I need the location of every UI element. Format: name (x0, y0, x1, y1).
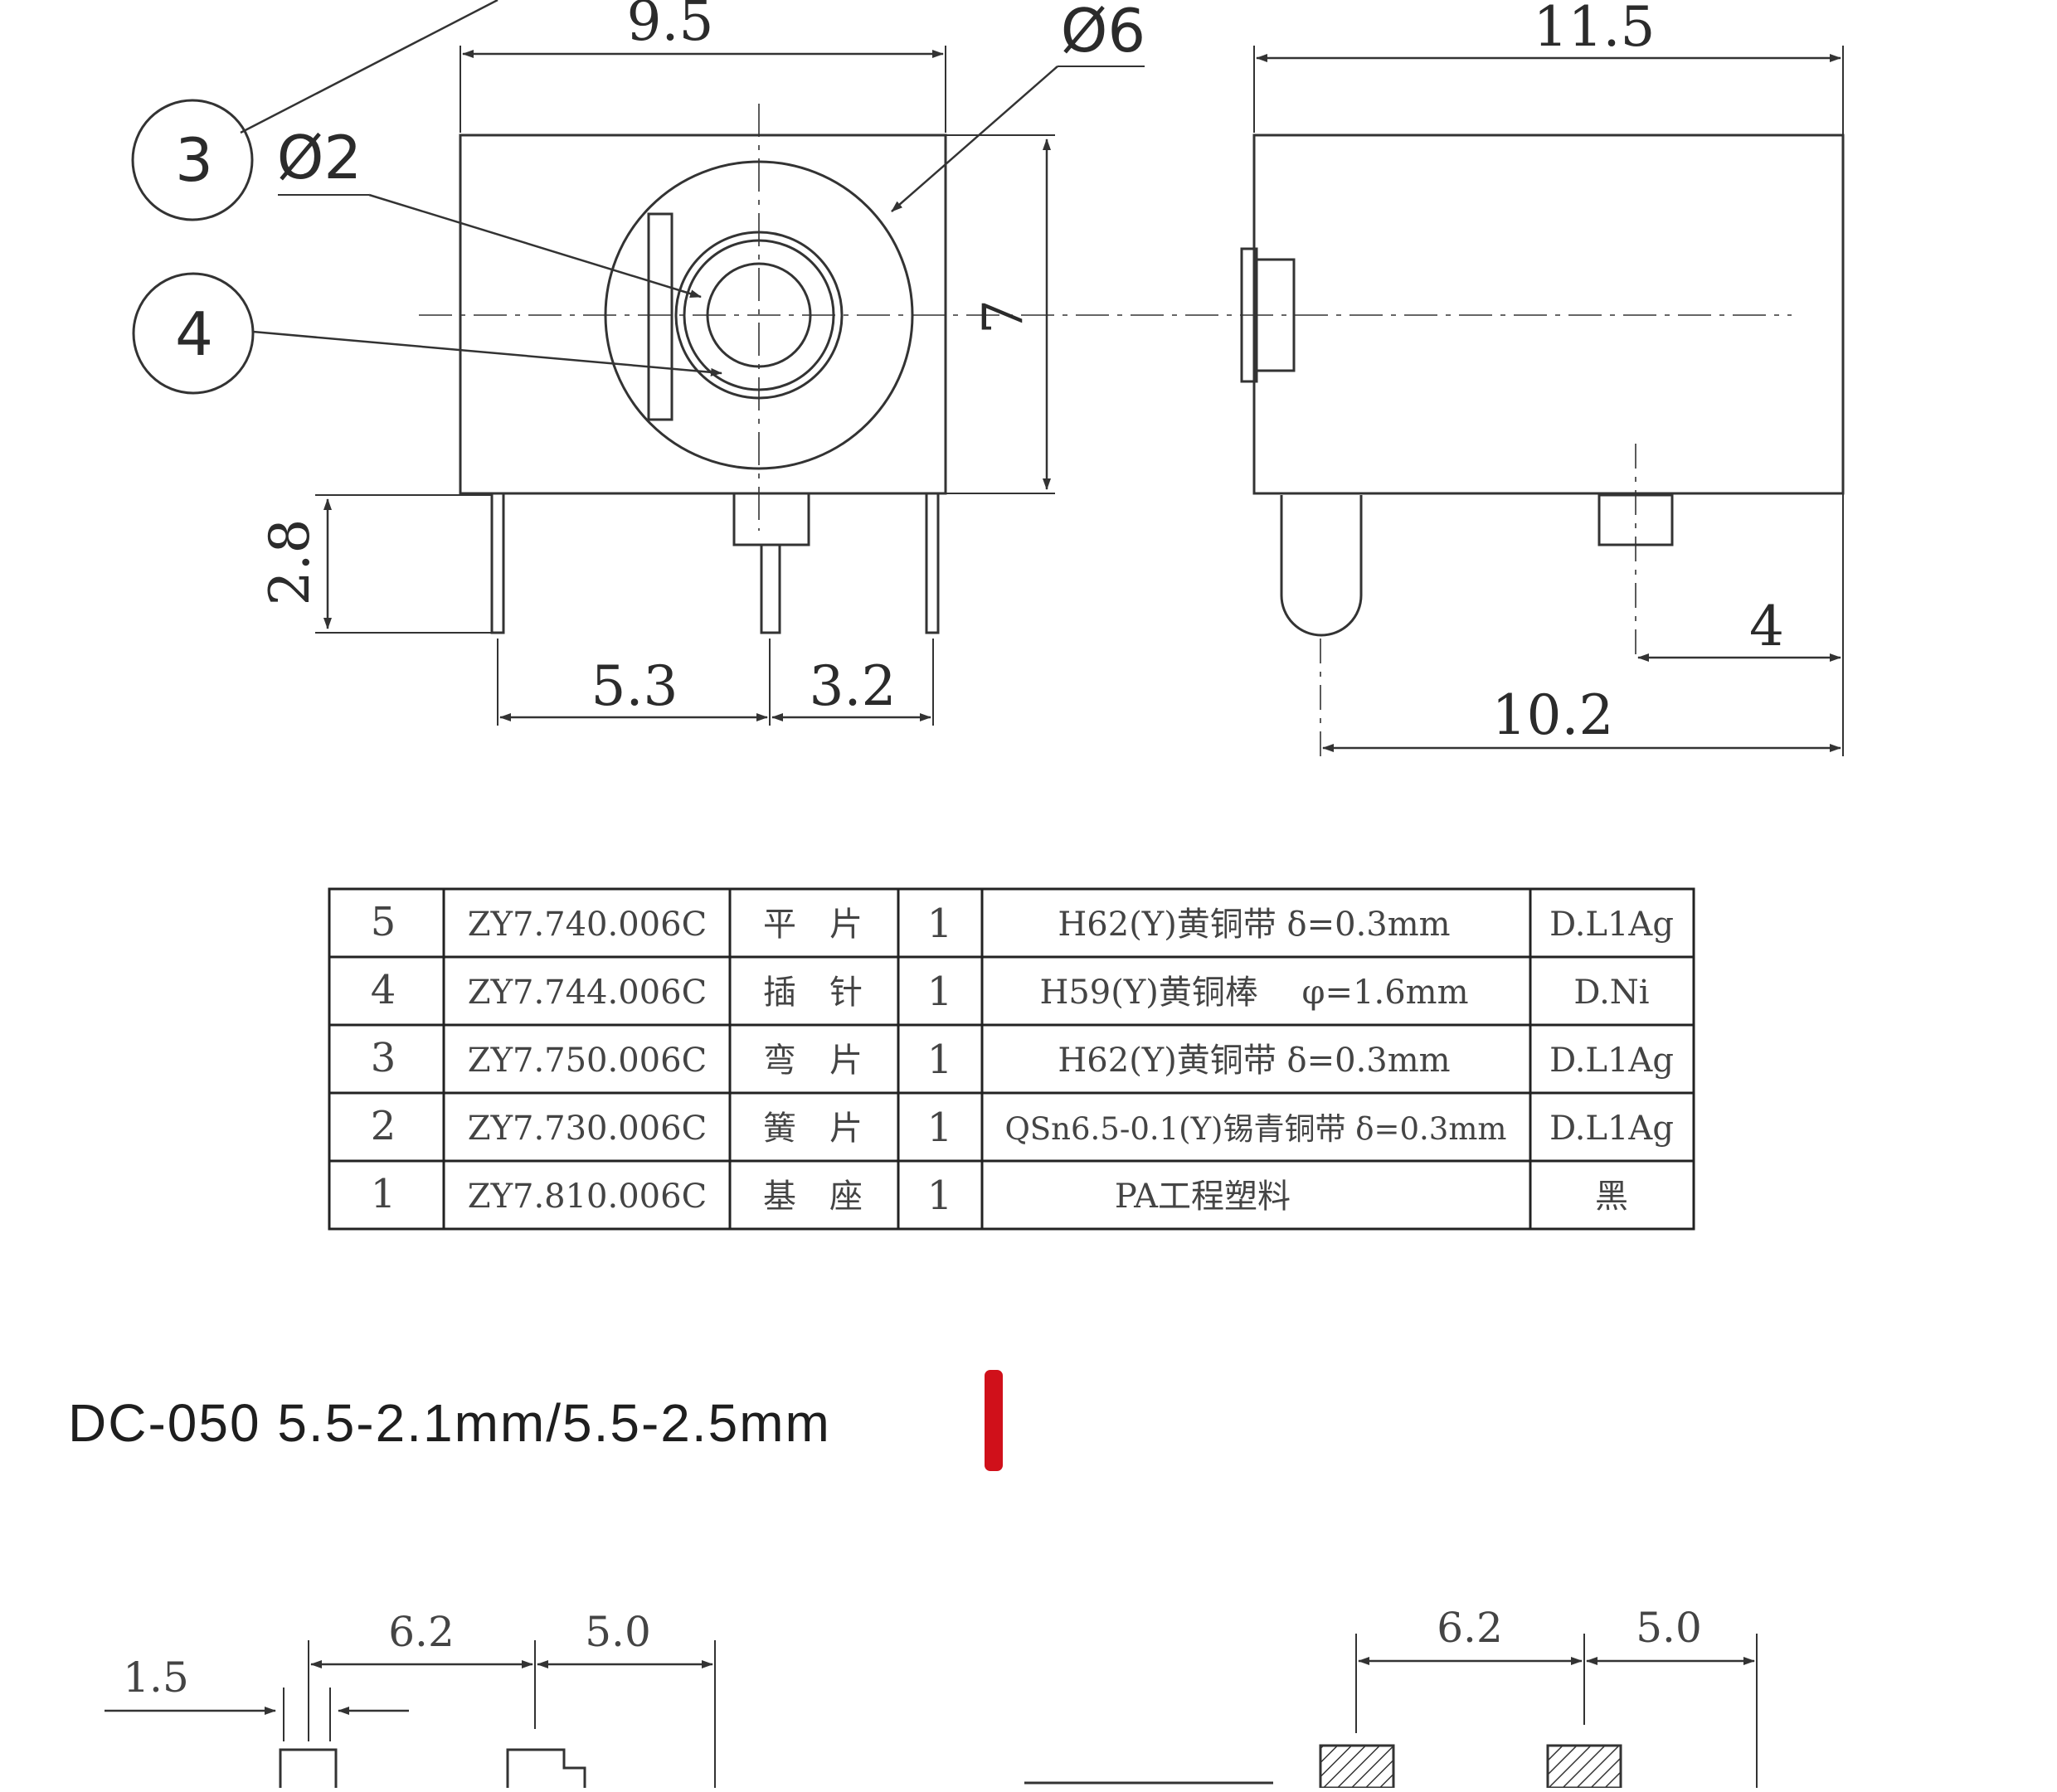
table-row: 1 ZY7.810.006C 基 座 1 PA工程塑料 黑 (371, 1171, 1628, 1219)
dim-pin-spacing-right: 3.2 (810, 654, 897, 718)
cell-code: ZY7.810.006C (468, 1178, 707, 1216)
cell-material: H62(Y)黄铜带 δ=0.3mm (1058, 906, 1450, 944)
dim-pin-span: 10.2 (1492, 683, 1614, 747)
front-view (131, 0, 1792, 726)
dim-inner-diameter: Ø2 (277, 123, 362, 192)
dim-5-0-left: 5.0 (585, 1608, 651, 1656)
cell-qty: 1 (927, 901, 953, 947)
dim-pin-spacing-left: 5.3 (591, 654, 678, 718)
dim-6-2-right: 6.2 (1437, 1604, 1503, 1652)
accent-bar (985, 1370, 1003, 1471)
cell-finish: D.Ni (1573, 974, 1649, 1012)
cell-material: QSn6.5-0.1(Y)锡青铜带 δ=0.3mm (1004, 1111, 1506, 1147)
parts-table-cells: 5 ZY7.740.006C 平 片 1 H62(Y)黄铜带 δ=0.3mm D… (371, 899, 1674, 1219)
cell-qty: 1 (927, 969, 953, 1015)
cell-qty: 1 (927, 1173, 953, 1219)
pin-centre (760, 543, 781, 634)
cell-name: 簧 片 (763, 1110, 863, 1148)
bottom-left-labels: 1.5 6.2 5.0 (123, 1608, 651, 1702)
cell-finish: 黑 (1595, 1178, 1628, 1216)
front-body (459, 134, 947, 495)
front-view-labels: 9.5 Ø6 Ø2 7 2.8 5.3 3.2 3 4 (175, 0, 1145, 718)
bottom-right-view (1024, 1634, 1758, 1790)
side-view (1240, 46, 1845, 759)
cell-material: PA工程塑料 (1115, 1178, 1291, 1216)
outer-ring (604, 160, 914, 470)
dim-5-0-right: 5.0 (1636, 1604, 1702, 1652)
cell-name: 插 针 (763, 974, 863, 1012)
bottom-left-pin-2 (506, 1748, 586, 1788)
balloon-4-label: 4 (175, 299, 213, 369)
bottom-right-labels: 6.2 5.0 (1437, 1604, 1702, 1652)
table-border (328, 887, 1695, 1231)
cell-name: 基 座 (763, 1178, 863, 1216)
leader-line (240, 0, 498, 134)
side-view-labels: 11.5 4 10.2 (1492, 0, 1784, 747)
bottom-left-pin-1 (279, 1748, 338, 1788)
cell-no: 2 (371, 1103, 396, 1149)
balloon-3-label: 3 (175, 125, 213, 195)
parts-table (328, 887, 1695, 1231)
cell-name: 弯 片 (763, 1042, 863, 1080)
cell-no: 5 (371, 899, 396, 945)
cell-qty: 1 (927, 1037, 953, 1083)
cell-no: 4 (371, 967, 396, 1013)
ring-3 (683, 239, 835, 391)
dim-length: 11.5 (1534, 0, 1656, 59)
dim-top-width: 9.5 (627, 0, 714, 53)
table-row: 5 ZY7.740.006C 平 片 1 H62(Y)黄铜带 δ=0.3mm D… (371, 899, 1674, 947)
dim-1-5: 1.5 (123, 1654, 189, 1702)
side-body (1252, 134, 1845, 495)
cell-material: H62(Y)黄铜带 δ=0.3mm (1058, 1042, 1450, 1080)
side-boss (1255, 258, 1296, 372)
pin-left (490, 492, 505, 634)
bottom-left-view (105, 1640, 716, 1788)
cell-finish: D.L1Ag (1549, 906, 1674, 944)
cell-finish: D.L1Ag (1549, 1110, 1674, 1148)
dim-outer-diameter: Ø6 (1061, 0, 1145, 66)
inner-bore (706, 262, 812, 368)
pin-centre-base (732, 492, 810, 546)
cell-name: 平 片 (763, 906, 863, 944)
cell-code: ZY7.750.006C (468, 1042, 707, 1080)
cell-code: ZY7.740.006C (468, 906, 707, 944)
ring-2 (674, 231, 844, 400)
cell-material: H59(Y)黄铜棒 φ=1.6mm (1039, 974, 1468, 1012)
bottom-right-pad-1 (1319, 1744, 1395, 1790)
table-row: 3 ZY7.750.006C 弯 片 1 H62(Y)黄铜带 δ=0.3mm D… (371, 1035, 1674, 1083)
balloon-4 (132, 272, 255, 395)
contact-plate (647, 212, 674, 421)
table-row: 4 ZY7.744.006C 插 针 1 H59(Y)黄铜棒 φ=1.6mm D… (371, 967, 1650, 1015)
dim-6-2-left: 6.2 (388, 1608, 455, 1656)
cell-qty: 1 (927, 1105, 953, 1151)
cell-no: 3 (371, 1035, 396, 1081)
cell-code: ZY7.730.006C (468, 1110, 707, 1148)
pin-right (925, 492, 940, 634)
dim-pin-offset: 4 (1749, 595, 1784, 658)
dim-height: 7 (971, 299, 1035, 334)
dim-pin-length: 2.8 (258, 519, 322, 606)
balloon-3 (131, 99, 254, 221)
cell-no: 1 (371, 1171, 396, 1217)
table-row: 2 ZY7.730.006C 簧 片 1 QSn6.5-0.1(Y)锡青铜带 δ… (371, 1103, 1674, 1151)
cell-finish: D.L1Ag (1549, 1042, 1674, 1080)
bottom-right-pad-2 (1546, 1744, 1622, 1790)
cell-code: ZY7.744.006C (468, 974, 707, 1012)
side-pin-left (1280, 495, 1363, 637)
section-title: DC-050 5.5-2.1mm/5.5-2.5mm (68, 1393, 831, 1453)
